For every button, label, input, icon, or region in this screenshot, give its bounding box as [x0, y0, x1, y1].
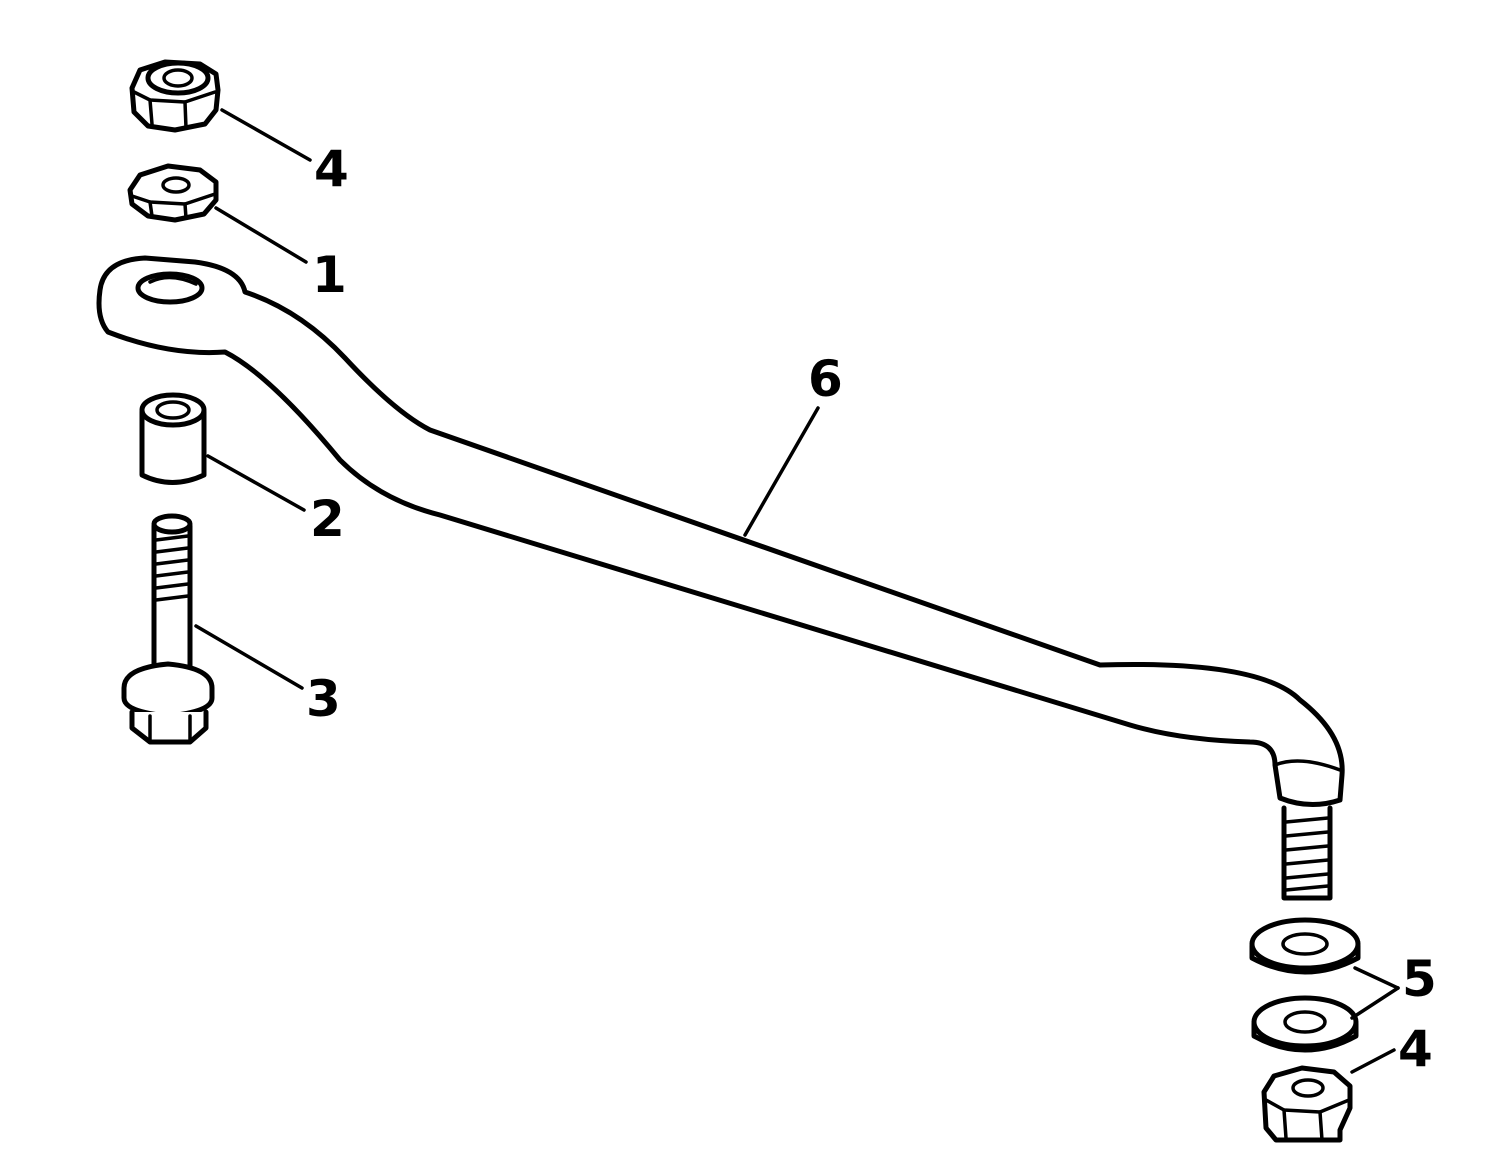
leader-rod — [743, 406, 820, 537]
plain-nut — [127, 163, 219, 223]
callout-top-nut: 4 — [314, 140, 349, 198]
spacer-sleeve — [139, 392, 207, 485]
leader-washer-lower — [1350, 986, 1400, 1020]
hex-flange-bolt — [121, 513, 215, 745]
washer-lower — [1251, 995, 1359, 1053]
leader-washer-upper — [1353, 966, 1400, 990]
steering-link-rod — [96, 255, 1345, 901]
leader-top-nut — [220, 108, 312, 162]
callout-washers: 5 — [1402, 950, 1437, 1008]
leader-spacer — [206, 454, 306, 512]
leader-bottom-nut — [1350, 1048, 1396, 1074]
leader-plain-nut — [214, 206, 308, 264]
leader-bolt — [194, 624, 304, 690]
callout-rod: 6 — [808, 350, 843, 408]
callout-bottom-nut: 4 — [1398, 1020, 1433, 1078]
callout-bolt: 3 — [306, 670, 341, 728]
washer-upper — [1249, 917, 1361, 975]
top-lock-nut — [129, 59, 221, 133]
callout-plain-nut: 1 — [312, 246, 347, 304]
bottom-lock-nut — [1261, 1065, 1353, 1143]
callout-spacer: 2 — [310, 490, 345, 548]
